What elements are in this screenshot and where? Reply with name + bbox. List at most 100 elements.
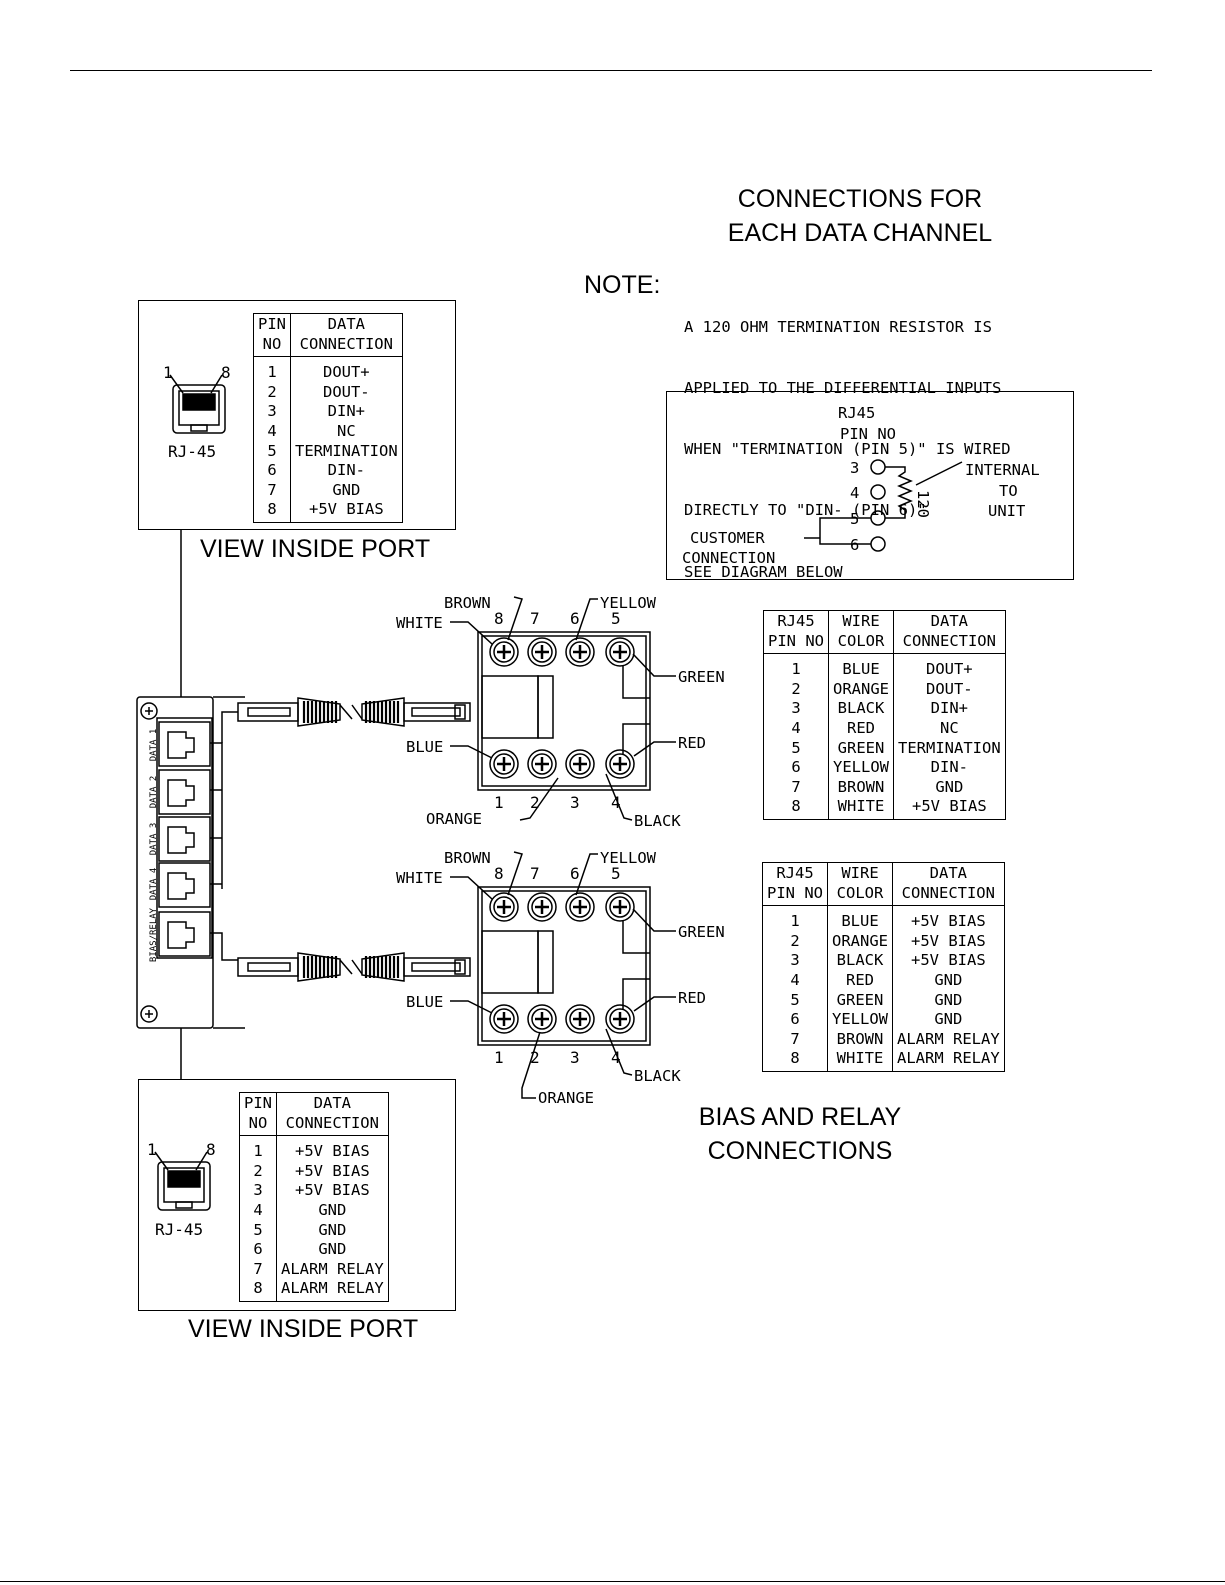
table-cell: BROWN [828,777,894,798]
table-cell: +5V BIAS [276,1161,389,1182]
table-cell: WHITE [827,1049,893,1072]
table-cell: +5V BIAS [276,1181,389,1201]
table-cell: +5V BIAS [276,1135,389,1162]
table-cell: 4 [239,1200,277,1221]
rj45-label: RJ-45 [168,442,216,461]
table-cell: DIN- [290,461,403,481]
table-cell: GND [893,777,1006,798]
pin-6-label: 6 [850,536,859,554]
table-cell: TERMINATION [290,441,403,462]
pin-5-contact [870,510,886,526]
table-cell: 2 [239,1161,277,1182]
pin-number-label: 2 [530,793,540,812]
wire-label-white: WHITE [396,614,443,632]
note-line: WHEN "TERMINATION (PIN 5)" IS WIRED [684,440,1011,459]
termination-schematic: RJ45 PIN NO 3 4 5 6 120 INTERNAL TO UNIT… [682,404,1040,567]
screw-icon [140,1005,158,1023]
table-cell: GND [892,990,1005,1011]
wire-label-black: BLACK [634,812,681,830]
table-cell: RED [827,970,893,991]
pin-number-label: 2 [530,1048,540,1067]
terminal-screw-icon [565,749,595,779]
wire-label-blue: BLUE [406,993,443,1011]
pin-number-label: 6 [570,609,580,628]
panel-jack-icon [158,721,211,767]
table-cell: 4 [253,421,291,442]
table-cell: 1 [762,905,828,932]
table-cell: NC [290,421,403,442]
table-cell: +5V BIAS [290,500,403,523]
wire-label-brown: BROWN [444,849,491,867]
table-cell: DOUT- [290,382,403,403]
table-cell: BLACK [828,699,894,719]
data-channel-title: CONNECTIONS FOR EACH DATA CHANNEL [727,185,993,247]
wire-label-yellow: YELLOW [600,594,657,612]
note-line: APPLIED TO THE DIFFERENTIAL INPUTS [684,379,1002,398]
bias-relay-title: BIAS AND RELAY CONNECTIONS [698,1103,902,1165]
table-cell: 3 [239,1181,277,1201]
view-inside-port-bottom-caption: VIEW INSIDE PORT [188,1315,419,1343]
resistor-value: 120 [914,490,932,518]
table-cell: DOUT+ [893,653,1006,680]
table-cell: BROWN [827,1029,893,1050]
table-cell: NC [893,718,1006,739]
pin-4-contact [870,484,886,500]
pin-number-label: 3 [570,793,580,812]
internal-label: INTERNAL [965,461,1040,479]
pin-number-label: 4 [611,1048,621,1067]
pin-number-label: 5 [611,609,621,628]
pin-number-label: 4 [611,793,621,812]
panel-port-label: BIAS/RELAY [149,907,159,962]
table-cell: ALARM RELAY [276,1279,389,1302]
termination-diagram-box [666,391,1074,580]
panel-jack-icon [158,911,211,957]
pin-number-label: 8 [494,609,504,628]
table-row: 8+5V BIAS [253,500,403,523]
top-rule [70,70,1152,71]
customer-jumper [804,517,871,545]
table-row: 2+5V BIAS [239,1161,389,1182]
table-cell: 7 [239,1259,277,1280]
wire-label-orange: ORANGE [538,1089,594,1107]
wire-label-green: GREEN [678,923,725,941]
rj45-jack-icon [154,1151,211,1211]
table-cell: 5 [239,1220,277,1241]
rj45-pin8-label: 8 [221,363,231,382]
table-cell: GREEN [828,738,894,759]
wire-label-red: RED [678,989,706,1007]
pin-number-label: 5 [611,864,621,883]
terminal-screw-icon [605,637,635,667]
terminal-screw-icon [489,749,519,779]
pin-5-label: 5 [850,510,859,528]
panel-port-label: DATA 1 [149,729,159,762]
terminal-screw-icon [605,1004,635,1034]
table-cell: +5V BIAS [892,931,1005,952]
table-cell: ORANGE [828,679,894,700]
terminal-screw-icon [527,1004,557,1034]
panel-port-label: DATA 3 [149,823,159,856]
